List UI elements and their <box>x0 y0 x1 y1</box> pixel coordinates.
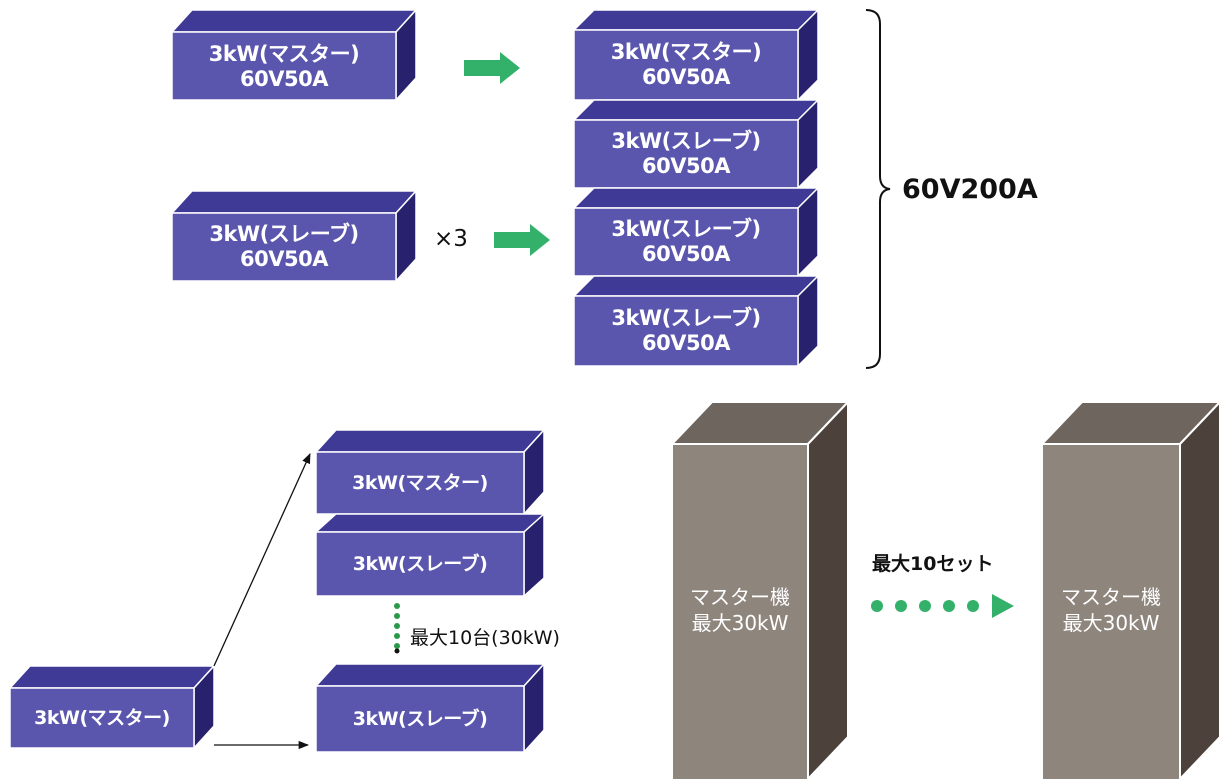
tower-line1: マスター機 <box>690 585 790 609</box>
bottom-stack-top-label: 3kW(マスター) <box>352 472 488 494</box>
dot-marker <box>394 648 400 654</box>
source-slave-label: 3kW(スレーブ) 60V50A <box>172 222 396 272</box>
label-line2: 60V50A <box>642 242 730 266</box>
right-arrow-icon <box>494 224 550 256</box>
bottom-stack-second-box <box>314 512 546 598</box>
stack-box-1 <box>572 8 820 102</box>
bottom-stack-second-label: 3kW(スレーブ) <box>352 553 488 575</box>
bottom-stack-last-label: 3kW(スレーブ) <box>352 708 488 730</box>
label-line1: 3kW(スレーブ) <box>611 217 761 241</box>
base-master-label: 3kW(マスター) <box>34 707 170 729</box>
right-curly-brace <box>865 9 891 369</box>
vertical-dotted-line <box>394 603 400 649</box>
label-line2: 60V50A <box>642 154 730 178</box>
tower-right <box>1039 399 1223 779</box>
label-line1: 3kW(スレーブ) <box>611 306 761 330</box>
tower-line1: マスター機 <box>1061 585 1161 609</box>
bottom-stack-top-box <box>314 428 546 516</box>
bottom-stack-last-box <box>314 662 546 754</box>
tower-line2: 最大30kW <box>1062 611 1160 635</box>
label-line1: 3kW(マスター) <box>610 40 762 64</box>
label-line1: 3kW(スレーブ) <box>611 129 761 153</box>
label-line2: 60V50A <box>240 247 328 271</box>
label-line2: 60V50A <box>240 67 328 91</box>
tower-left-label: マスター機 最大30kW <box>672 584 808 636</box>
stack-box-2-label: 3kW(スレーブ) 60V50A <box>574 129 798 179</box>
stack-box-3-label: 3kW(スレーブ) 60V50A <box>574 217 798 267</box>
stack-box-4 <box>572 274 820 368</box>
max-units-label: 最大10台(30kW) <box>410 627 560 649</box>
label-line2: 60V50A <box>642 331 730 355</box>
max-sets-label: 最大10セット <box>872 553 994 575</box>
stack-box-4-label: 3kW(スレーブ) 60V50A <box>574 306 798 356</box>
right-arrow-icon <box>464 52 520 84</box>
tower-right-label: マスター機 最大30kW <box>1042 584 1180 636</box>
tower-line2: 最大30kW <box>691 611 789 635</box>
stack-box-1-label: 3kW(マスター) 60V50A <box>574 40 798 90</box>
label-line1: 3kW(スレーブ) <box>209 222 359 246</box>
tower-left <box>669 399 851 779</box>
stack-box-3 <box>572 186 820 278</box>
source-master-label: 3kW(マスター) 60V50A <box>172 42 396 92</box>
stack-box-2 <box>572 98 820 190</box>
label-line1: 3kW(マスター) <box>208 42 360 66</box>
dotted-right-arrow-icon <box>871 594 1014 618</box>
total-label: 60V200A <box>902 174 1038 205</box>
label-line2: 60V50A <box>642 65 730 89</box>
source-master-box <box>170 8 418 102</box>
source-slave-box <box>170 189 418 283</box>
diagonal-arrow <box>213 453 311 667</box>
multiplier-label: ×3 <box>434 226 468 252</box>
